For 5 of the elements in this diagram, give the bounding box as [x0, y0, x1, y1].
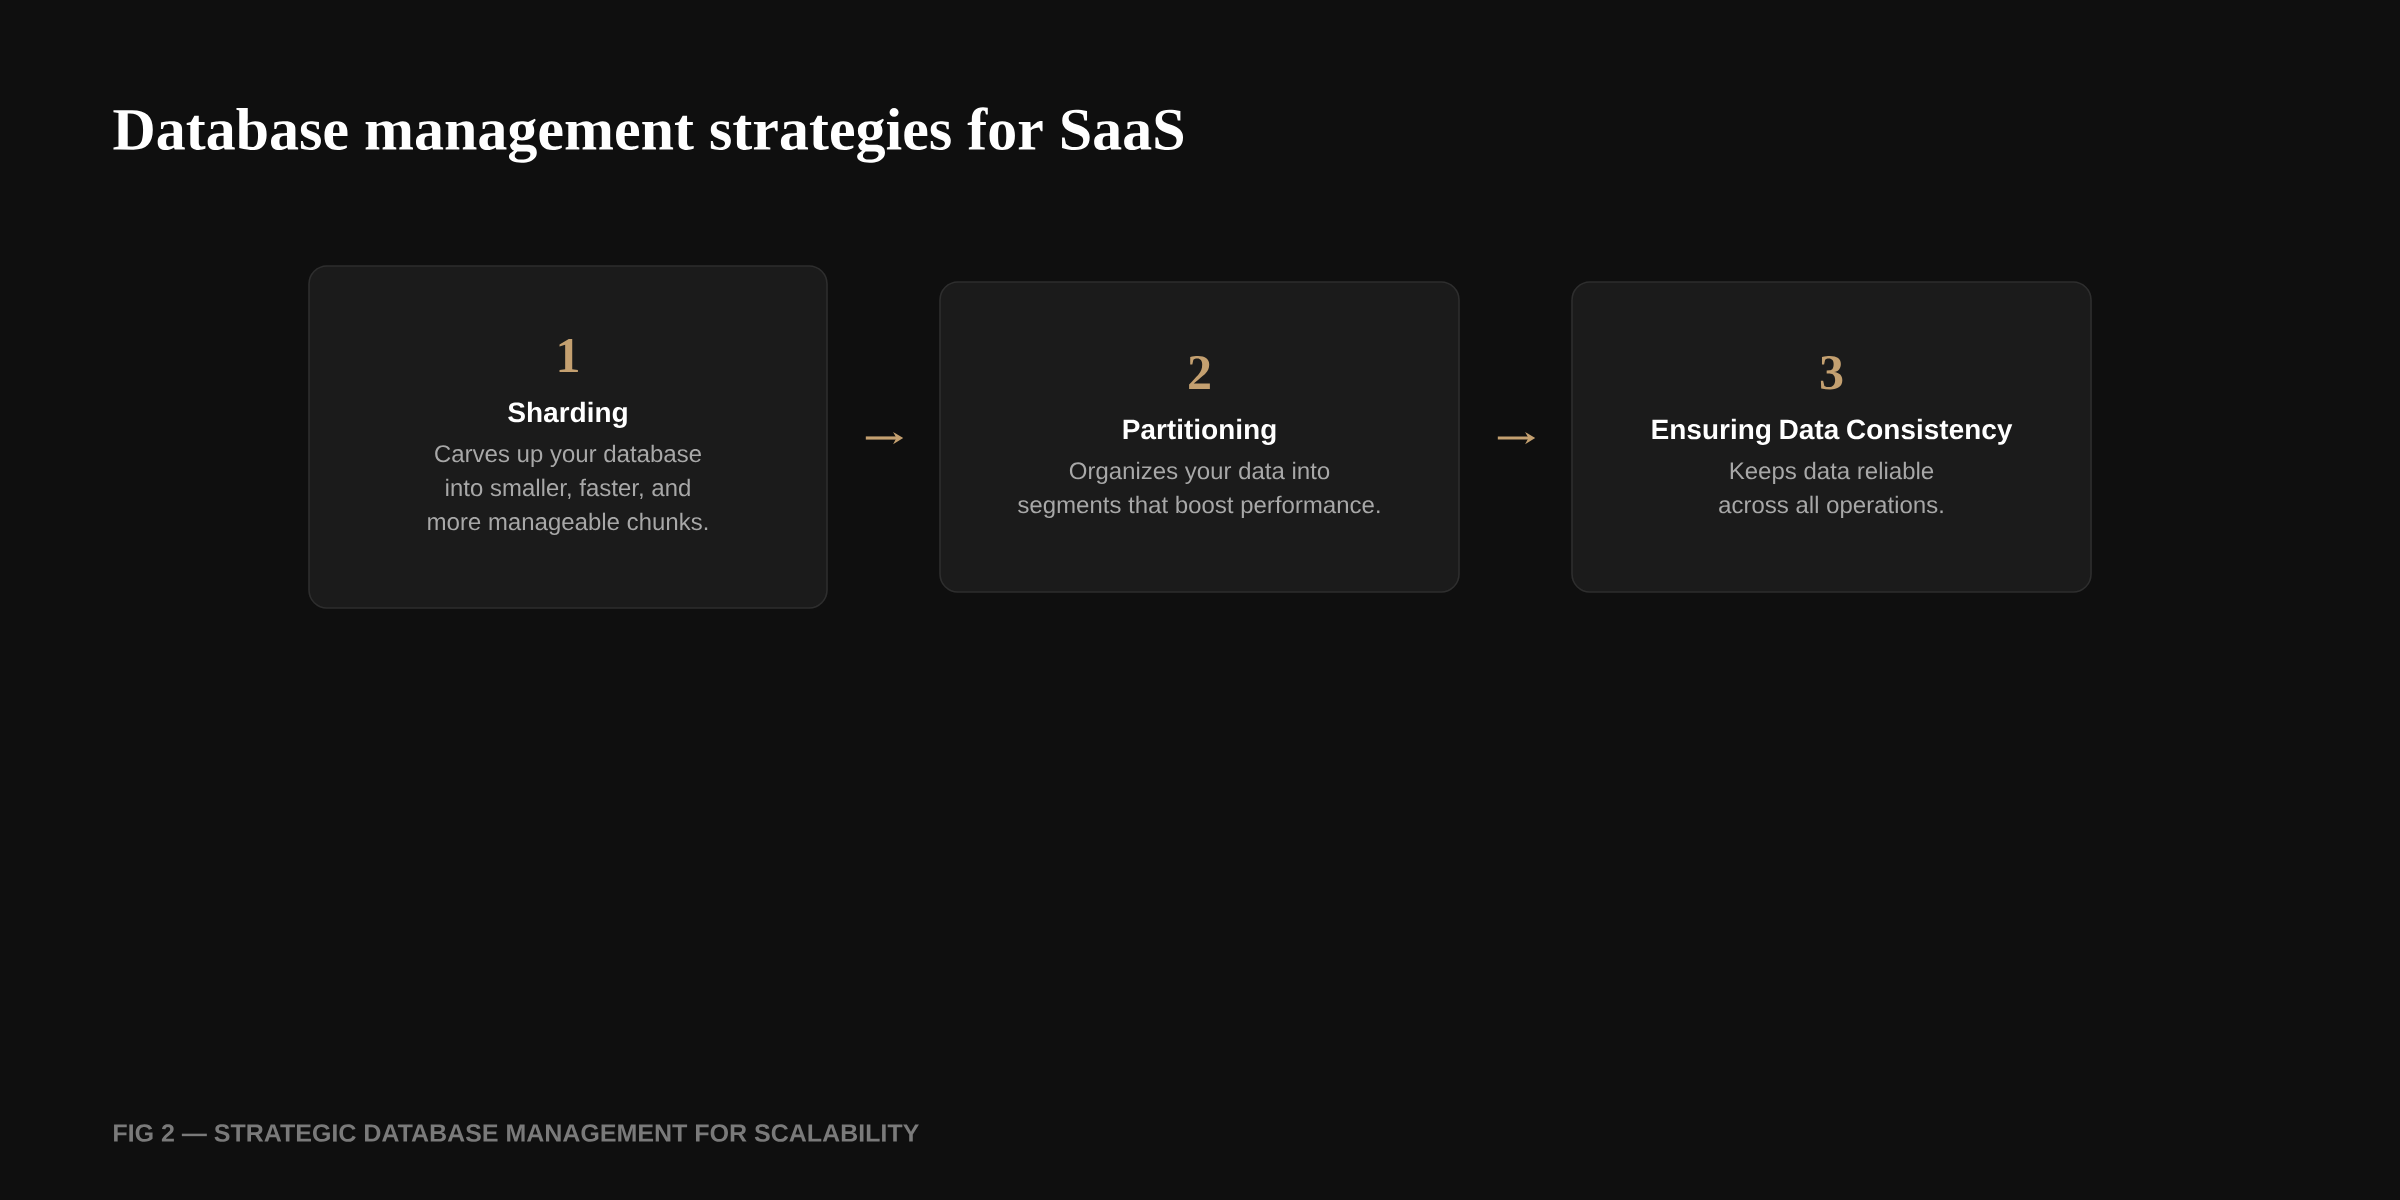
caption: FIG 2 — STRATEGIC DATABASE MANAGEMENT FOR SCALABILITY	[114, 1124, 919, 1142]
step-card: 3 Ensuring Data Consistency Keeps data reliable across all operations.	[1571, 281, 2092, 593]
title: Database management strategies for SaaS	[113, 107, 1184, 163]
step-card: 2 Partitioning Organizes your data into segments that boost performance.	[939, 281, 1460, 593]
step-card: 1 Sharding Carves up your database into smaller, faster, and more manageable chunks.	[308, 265, 828, 609]
